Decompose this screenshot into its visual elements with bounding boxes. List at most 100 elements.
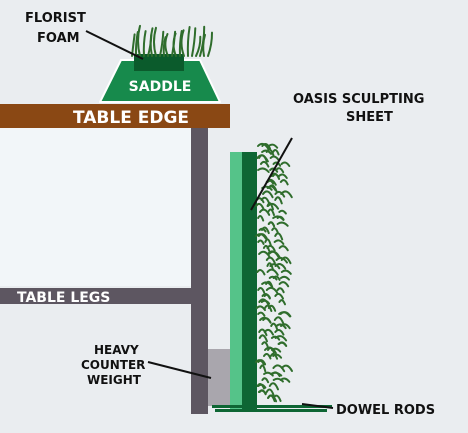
leader-florist-foam: [85, 30, 144, 60]
foliage-leaf: [274, 335, 288, 342]
foliage-leaf: [172, 32, 177, 57]
foliage-leaf: [279, 311, 292, 318]
foliage-leaf: [257, 142, 270, 150]
foliage-leaf: [278, 245, 289, 252]
foliage-leaf: [266, 268, 279, 276]
foliage-leaf: [159, 30, 165, 57]
leader-counter-weight: [147, 361, 212, 379]
foliage-leaf: [267, 208, 275, 217]
label-florist-foam-line1: FLORIST: [25, 11, 86, 26]
foliage-leaf: [279, 275, 290, 281]
foliage-leaf: [142, 30, 147, 57]
foliage-leaf: [257, 239, 265, 245]
label-dowel-rods: DOWEL RODS: [336, 403, 435, 418]
foliage-leaf: [258, 298, 270, 307]
foliage-leaf: [274, 328, 285, 336]
foliage-leaf: [266, 202, 280, 210]
foliage-leaf: [186, 26, 191, 57]
foliage-leaf: [269, 352, 279, 360]
foliage-leaf: [265, 286, 279, 294]
foliage-leaf: [274, 190, 286, 198]
oasis-sheet-dark: [242, 152, 257, 412]
table-leg-vertical: [191, 128, 208, 414]
foliage-leaf: [271, 227, 279, 234]
foliage-leaf: [257, 389, 267, 395]
label-oasis-line1: OASIS SCULPTING: [293, 92, 424, 107]
foliage-leaf: [264, 238, 272, 247]
foliage-leaf: [272, 377, 284, 383]
foliage-leaf: [272, 149, 280, 156]
foliage-leaf: [272, 161, 282, 167]
foliage-leaf: [207, 31, 214, 57]
foliage-leaf: [278, 281, 290, 288]
table-legs-bar: [0, 288, 208, 304]
foliage-leaf: [257, 383, 267, 389]
foliage-leaf: [275, 256, 288, 264]
foliage-leaf: [265, 388, 275, 397]
foliage-leaf: [272, 394, 282, 402]
foliage-leaf: [256, 269, 266, 276]
foliage-leaf: [149, 27, 154, 57]
foliage-leaf: [274, 196, 283, 205]
foliage-leaf: [258, 334, 268, 343]
foliage-leaf: [278, 173, 288, 179]
foliage-leaf: [274, 292, 284, 300]
foliage-leaf: [280, 256, 292, 265]
foliage-leaf: [278, 209, 287, 215]
foliage-leaf: [265, 256, 276, 264]
foliage-leaf: [255, 305, 266, 312]
dowel-rod-2: [215, 409, 327, 412]
foliage-leaf: [272, 173, 280, 179]
foliage-leaf: [257, 359, 267, 366]
foliage-leaf: [257, 311, 266, 317]
foliage-leaf: [261, 281, 273, 288]
foliage-leaf: [257, 287, 266, 294]
label-table-edge: TABLE EDGE: [73, 108, 189, 128]
foliage-leaf: [178, 30, 183, 57]
foliage-leaf: [180, 29, 185, 57]
foliage-leaf: [258, 250, 271, 258]
leader-oasis-sheet: [250, 137, 293, 211]
foliage-leaf: [267, 347, 275, 354]
foliage-leaf: [269, 155, 280, 161]
foliage-leaf: [275, 167, 285, 174]
florist-foam-block: [134, 54, 184, 71]
foliage-leaf: [261, 143, 271, 150]
foliage-leaf: [191, 27, 197, 57]
foliage-leaf: [267, 221, 276, 228]
foliage-leaf: [164, 33, 169, 57]
table-edge-bar: [0, 104, 230, 128]
foliage-leaf: [279, 179, 289, 186]
saddle-outline: [99, 59, 221, 103]
foliage-leaf: [272, 364, 286, 373]
saddle-shape: [100, 60, 220, 102]
label-oasis-line2: SHEET: [346, 110, 393, 125]
dowel-rod-1: [212, 405, 332, 408]
foliage-leaf: [195, 35, 202, 57]
label-counter-line1: HEAVY: [94, 343, 139, 357]
foliage-leaf: [270, 322, 278, 330]
foliage-leaf: [261, 377, 270, 384]
oasis-sheet-light: [230, 152, 242, 412]
foliage-leaf: [274, 263, 287, 270]
foliage-leaf: [262, 190, 274, 199]
foliage-leaf: [276, 221, 289, 227]
foliage-leaf: [260, 196, 270, 204]
label-counter-line3: WEIGHT: [87, 373, 142, 387]
counter-weight-block: [208, 349, 230, 406]
foliage-leaf: [273, 239, 285, 245]
foliage-leaf: [258, 328, 268, 337]
foliage-leaf: [267, 394, 276, 403]
foliage-leaf: [276, 287, 285, 294]
foliage-leaf: [272, 353, 283, 359]
foliage-leaf: [261, 149, 273, 155]
foliage-leaf: [280, 269, 292, 275]
foliage-leaf: [267, 304, 277, 312]
foliage-leaf: [266, 262, 274, 271]
foliage-leaf: [263, 352, 272, 360]
foliage-leaf: [259, 208, 271, 216]
leader-dowel-rods: [301, 403, 334, 409]
foliage-leaf: [257, 214, 265, 222]
foliage-leaf: [275, 323, 287, 330]
foliage-leaf: [280, 323, 291, 330]
